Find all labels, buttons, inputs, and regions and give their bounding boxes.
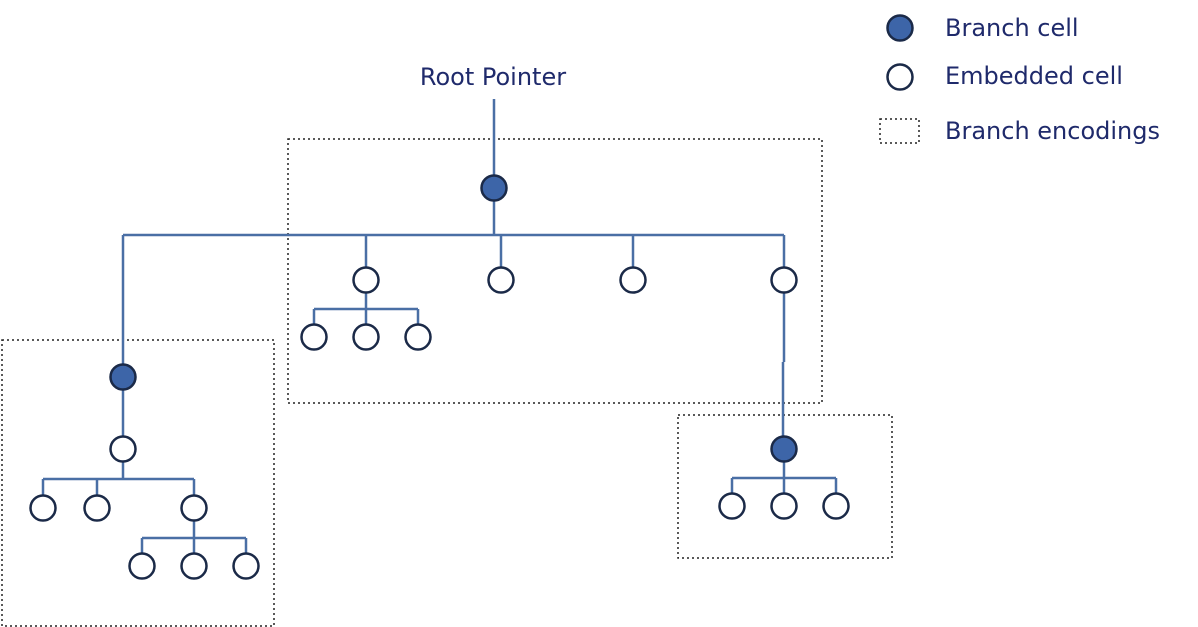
branch-cell-right	[770, 435, 798, 463]
legend-branch-encodings-icon	[879, 118, 920, 144]
embedded-cell	[83, 494, 111, 522]
branch-cell-root	[480, 174, 508, 202]
tree-edges	[41, 99, 838, 553]
embedded-cell	[619, 266, 647, 294]
legend-branch-encodings-label: Branch encodings	[945, 117, 1160, 145]
embedded-cell	[232, 552, 260, 580]
embedded-cell	[180, 494, 208, 522]
legend-embedded-cell-icon	[886, 63, 914, 91]
embedded-cell	[180, 552, 208, 580]
embedded-cell	[404, 323, 432, 351]
legend-branch-cell-label: Branch cell	[945, 14, 1079, 42]
legend: Branch cell Embedded cell Branch encodin…	[879, 14, 1160, 145]
branch-encoding-box-left	[1, 339, 275, 627]
embedded-cell	[128, 552, 156, 580]
embedded-cell	[770, 492, 798, 520]
legend-branch-cell-icon	[886, 14, 914, 42]
embedded-cell	[300, 323, 328, 351]
embedded-cell	[487, 266, 515, 294]
branch-cell-left	[109, 363, 137, 391]
root-pointer-label: Root Pointer	[420, 63, 566, 91]
branch-encoding-box-root	[287, 138, 823, 404]
embedded-cell	[352, 266, 380, 294]
legend-embedded-cell-label: Embedded cell	[945, 62, 1123, 90]
embedded-cell	[352, 323, 380, 351]
embedded-cell	[770, 266, 798, 294]
embedded-cell	[718, 492, 746, 520]
embedded-cell	[109, 435, 137, 463]
branch-encoding-box-right	[677, 414, 893, 559]
embedded-cell	[29, 494, 57, 522]
embedded-cell	[822, 492, 850, 520]
